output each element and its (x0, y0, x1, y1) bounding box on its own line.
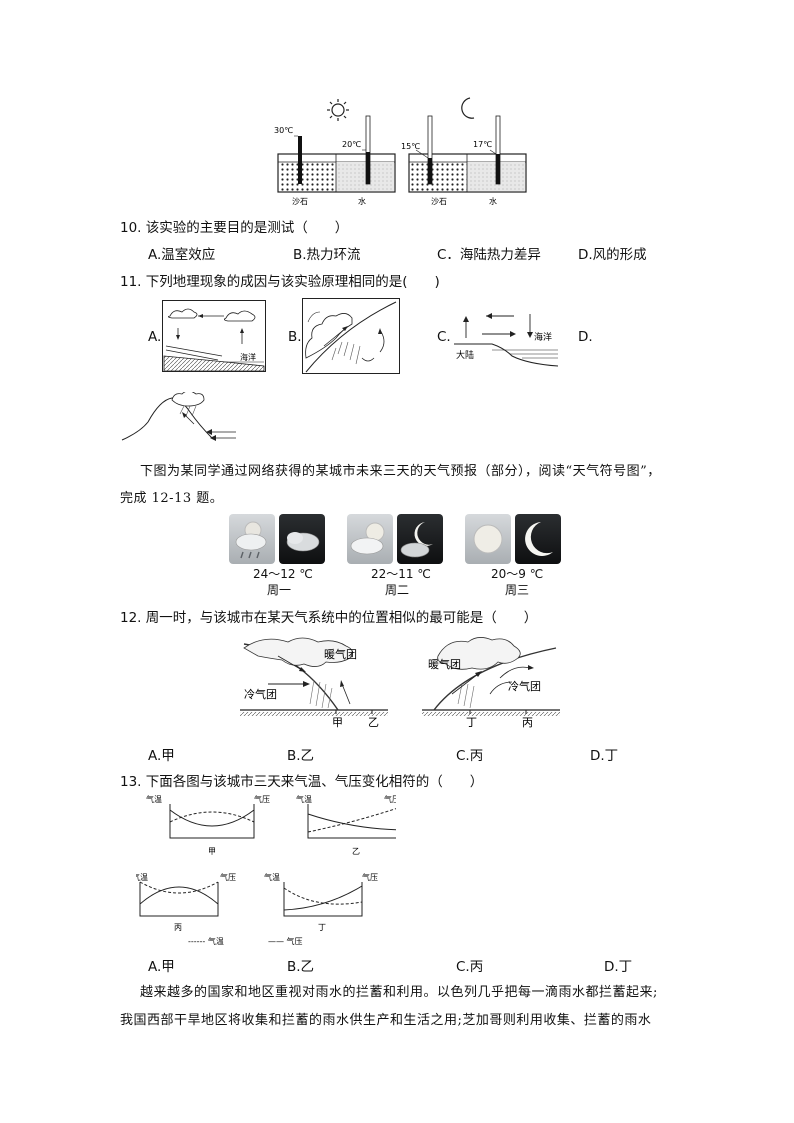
label-water-night-temp: 17℃ (473, 140, 492, 149)
sun-icon (327, 99, 349, 121)
passage-line-1: 越来越多的国家和地区重视对雨水的拦蓄和利用。以色列几乎把每一滴雨水都拦蓄起来; (140, 985, 658, 1000)
label-sand-night-temp: 15℃ (401, 142, 420, 151)
q10-option-a[interactable]: A.温室效应 (148, 247, 216, 263)
mon-label: 周一 (267, 583, 292, 597)
question-10-stem: 10. 该实验的主要目的是测试（ ） (120, 220, 349, 236)
mon-night-cloud-icon (279, 514, 325, 564)
q10-option-d[interactable]: D.风的形成 (578, 247, 647, 263)
forecast-icons (229, 514, 561, 564)
jia-axis-temp: 气温 (146, 794, 162, 804)
ding-axis-temp: 气温 (264, 872, 280, 882)
mon-temp: 24～12 ℃ (253, 567, 313, 581)
wed-label: 周三 (505, 583, 530, 597)
panel-yi: 气温 气压 乙 (296, 794, 396, 856)
q12-option-a[interactable]: A.甲 (148, 748, 175, 764)
legend-temp: ------ 气温 (188, 936, 224, 946)
q12-front-figures: 暖气团 冷气团 甲 乙 暖气团 冷气团 丁 丙 (240, 637, 560, 729)
weather-forecast: 24～12 ℃ 22～11 ℃ 20～9 ℃ 周一 周二 周三 (229, 514, 569, 597)
q11-option-d-letter[interactable]: D. (578, 329, 593, 345)
panel-jia-label: 甲 (208, 847, 216, 856)
q11-option-a-letter[interactable]: A. (148, 329, 162, 345)
label-water-left: 水 (358, 196, 366, 206)
panel-ding: 气温 气压 丁 (264, 872, 378, 932)
question-13-stem: 13. 下面各图与该城市三天来气温、气压变化相符的（ ） (120, 774, 484, 790)
wed-day-sun-icon (465, 514, 511, 564)
q11-figure-b (302, 298, 400, 374)
label-jia: 甲 (332, 716, 343, 729)
panel-bing: 气温 气压 丙 (136, 872, 236, 932)
q11-figure-a: 海洋 (162, 300, 266, 372)
question-11-stem: 11. 下列地理现象的成因与该实验原理相同的是( ) (120, 274, 440, 290)
label-yi: 乙 (368, 716, 379, 729)
q13-option-d[interactable]: D.丁 (604, 959, 633, 975)
label-sea-a: 海洋 (240, 352, 256, 362)
tue-temp: 22～11 ℃ (371, 567, 431, 581)
moon-icon (461, 97, 475, 119)
q11-option-b-letter[interactable]: B. (288, 329, 302, 345)
q10-option-b[interactable]: B.热力环流 (293, 247, 361, 263)
q11-figure-c: 海洋 大陆 (454, 313, 559, 367)
tue-night-moon-cloud-icon (397, 514, 443, 564)
panel-yi-label: 乙 (352, 847, 360, 856)
q12-option-d[interactable]: D.丁 (590, 748, 619, 764)
bing-axis-pressure: 气压 (220, 872, 236, 882)
q11-figure-d (121, 392, 236, 441)
label-bing: 丙 (522, 716, 533, 729)
label-water-day-temp: 20℃ (342, 140, 361, 149)
q11-option-c-letter[interactable]: C. (437, 329, 451, 345)
q12-option-b[interactable]: B.乙 (287, 748, 315, 764)
ding-axis-pressure: 气压 (362, 872, 378, 882)
label-warm-mass-right: 暖气团 (428, 657, 461, 671)
intro-line-2: 完成 12-13 题。 (120, 491, 224, 506)
wed-night-moon-icon (515, 514, 561, 564)
label-water-right: 水 (489, 196, 497, 206)
label-cold-mass-left: 冷气团 (244, 687, 277, 701)
label-sea-c: 海洋 (534, 331, 552, 343)
label-land-c: 大陆 (456, 349, 474, 361)
label-sand-day-temp: 30℃ (274, 126, 293, 135)
q10-option-c[interactable]: C．海陆热力差异 (437, 247, 541, 263)
mon-day-sun-cloud-rain-icon (229, 514, 275, 564)
jia-axis-pressure: 气压 (254, 794, 270, 804)
q13-option-a[interactable]: A.甲 (148, 959, 175, 975)
q13-option-c[interactable]: C.丙 (456, 959, 484, 975)
q13-charts: 气温 气压 甲 气温 气压 乙 气温 气压 丙 气温 气压 丁 ------ 气… (136, 794, 396, 946)
wed-temp: 20～9 ℃ (491, 567, 544, 581)
bing-axis-temp: 气温 (136, 872, 148, 882)
label-sand-left: 沙石 (292, 197, 308, 206)
question-12-stem: 12. 周一时，与该城市在某天气系统中的位置相似的最可能是（ ） (120, 610, 538, 626)
panel-bing-label: 丙 (174, 923, 182, 932)
panel-jia: 气温 气压 甲 (146, 794, 270, 856)
label-warm-mass-left: 暖气团 (324, 647, 357, 661)
passage-line-2: 我国西部干旱地区将收集和拦蓄的雨水供生产和生活之用;芝加哥则利用收集、拦蓄的雨水 (120, 1013, 652, 1028)
tue-label: 周二 (385, 583, 410, 597)
label-sand-right: 沙石 (431, 197, 447, 206)
q13-option-b[interactable]: B.乙 (287, 959, 315, 975)
legend-pressure: —— 气压 (268, 936, 303, 946)
experiment-figure: 30℃ 20℃ 沙石 水 15℃ 17℃ 沙石 水 (274, 97, 527, 206)
intro-line-1: 下图为某同学通过网络获得的某城市未来三天的天气预报（部分），阅读“天气符号图”， (140, 464, 661, 479)
tue-day-sun-cloud-icon (347, 514, 393, 564)
q12-option-c[interactable]: C.丙 (456, 748, 484, 764)
yi-axis-temp: 气温 (296, 794, 312, 804)
label-cold-mass-right: 冷气团 (508, 679, 541, 693)
panel-ding-label: 丁 (318, 923, 326, 932)
label-ding: 丁 (466, 716, 477, 729)
yi-axis-pressure: 气压 (384, 794, 396, 804)
